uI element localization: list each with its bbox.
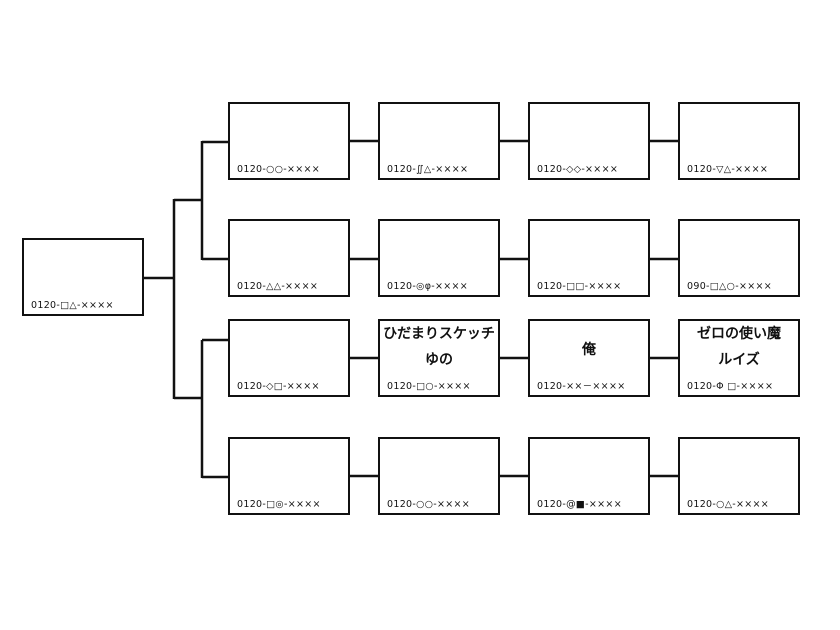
node: ゼロの使い魔 ルイズ 0120-Φ □-×××× [678, 319, 800, 397]
node: 0120-□◎-×××× [228, 437, 350, 515]
phone-number: 0120-▽△-×××× [687, 164, 769, 175]
node-name: 俺 [582, 342, 596, 358]
phone-number: 0120-○○-×××× [387, 499, 471, 510]
node: 俺 0120-××－×××× [528, 319, 650, 397]
row-connectors [350, 139, 678, 478]
phone-number: 0120-□△-×××× [31, 300, 114, 311]
node: 0120-○○-×××× [378, 437, 500, 515]
node: 0120-◇◇-×××× [528, 102, 650, 180]
phone-number: 0120-◇□-×××× [237, 381, 320, 392]
phone-number: 0120-□○-×××× [387, 381, 471, 392]
phone-number: 0120-□□-×××× [537, 281, 622, 292]
node: ひだまりスケッチ ゆの 0120-□○-×××× [378, 319, 500, 397]
phone-number: 090-□△○-×××× [687, 281, 772, 292]
phone-number: 0120-□◎-×××× [237, 499, 321, 510]
node: 0120-▽△-×××× [678, 102, 800, 180]
node-name-line1: ゼロの使い魔 [697, 326, 781, 342]
phone-number: 0120-○○-×××× [237, 164, 321, 175]
phone-number: 0120-◎φ-×××× [387, 281, 469, 292]
node: 0120-∬△-×××× [378, 102, 500, 180]
node: 0120-◇□-×××× [228, 319, 350, 397]
node: 0120-○○-×××× [228, 102, 350, 180]
phone-number: 0120-××－×××× [537, 381, 626, 392]
node: 0120-□□-×××× [528, 219, 650, 297]
node: 0120-○△-×××× [678, 437, 800, 515]
phone-number: 0120-△△-×××× [237, 281, 319, 292]
node-name-line2: ゆの [425, 352, 453, 368]
phone-number: 0120-∬△-×××× [387, 164, 469, 175]
node: 0120-◎φ-×××× [378, 219, 500, 297]
node-name-line2: ルイズ [718, 352, 760, 368]
phone-number: 0120-○△-×××× [687, 499, 770, 510]
phone-number: 0120-◇◇-×××× [537, 164, 619, 175]
phone-number: 0120-Φ □-×××× [687, 381, 774, 392]
node: 0120-△△-×××× [228, 219, 350, 297]
root-node: 0120-□△-×××× [22, 238, 144, 316]
node: 0120-@■-×××× [528, 437, 650, 515]
node: 090-□△○-×××× [678, 219, 800, 297]
node-name-line1: ひだまりスケッチ [383, 326, 495, 342]
phone-number: 0120-@■-×××× [537, 499, 622, 510]
